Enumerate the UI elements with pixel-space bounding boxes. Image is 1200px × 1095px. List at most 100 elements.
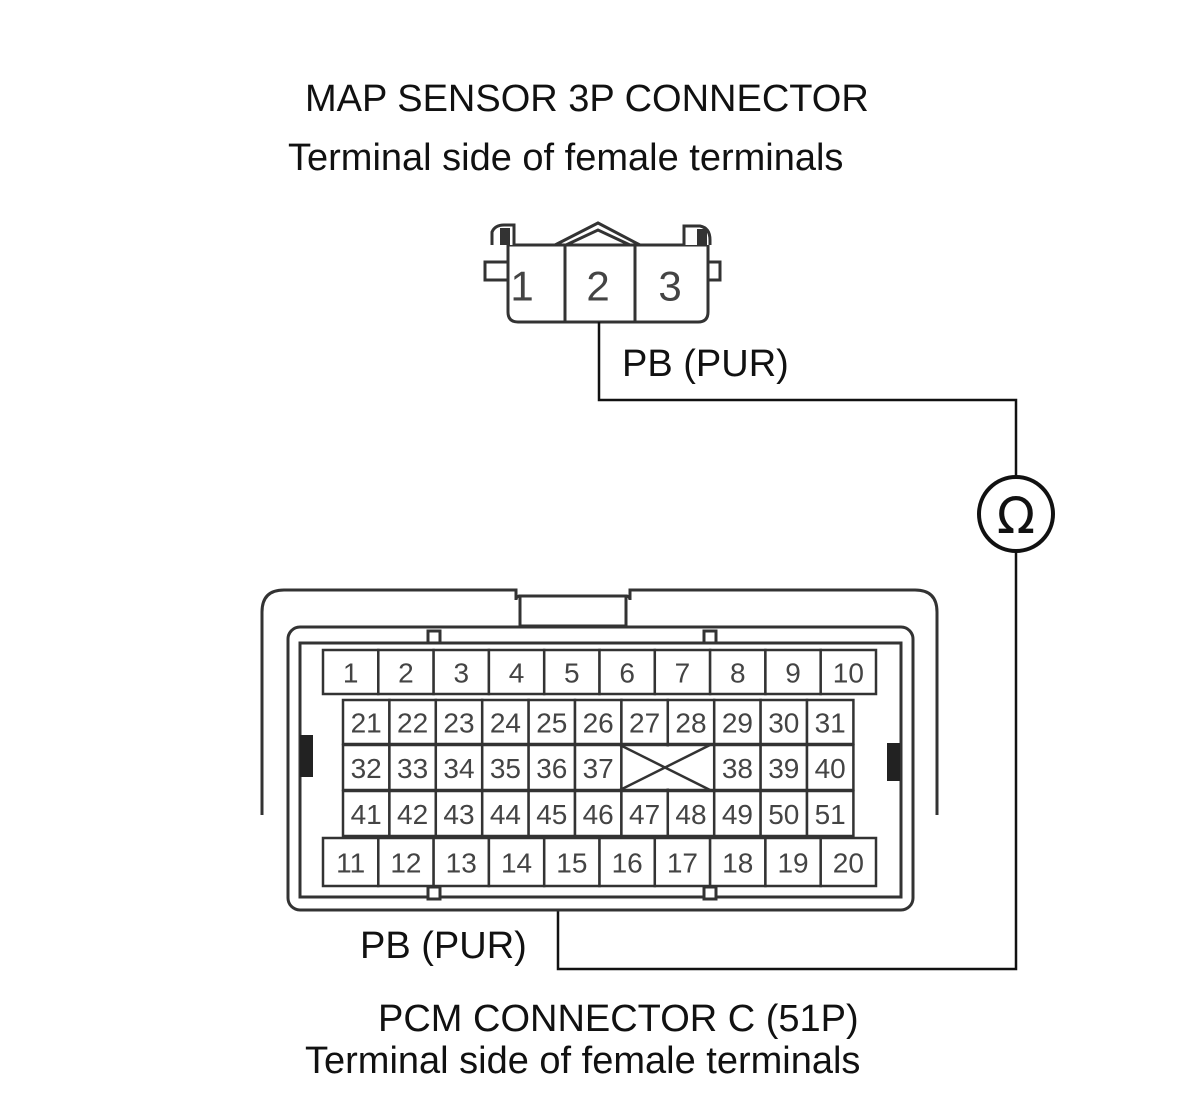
pcm-pin-14: 14 (501, 848, 532, 879)
pcm-connector-subtitle: Terminal side of female terminals (305, 1040, 861, 1082)
pcm-row-top-cell (653, 648, 712, 696)
pcm-pin-30: 30 (768, 708, 799, 739)
pcm-pin-32: 32 (351, 753, 382, 784)
pcm-pin-25: 25 (536, 708, 567, 739)
pcm-pin-6: 6 (619, 658, 635, 689)
pcm-pin-7: 7 (675, 658, 691, 689)
pcm-pin-45: 45 (536, 799, 567, 830)
map-pin-1: 1 (510, 263, 533, 310)
pcm-row-4-cell (480, 789, 530, 838)
wire-map-to-meter (597, 322, 1018, 476)
pcm-pin-24: 24 (490, 708, 521, 739)
pcm-pin-5: 5 (564, 658, 580, 689)
pcm-pin-4: 4 (509, 658, 525, 689)
pcm-pin-1: 1 (343, 658, 359, 689)
pcm-pin-44: 44 (490, 799, 521, 830)
pcm-pin-15: 15 (556, 848, 587, 879)
map-pin-2: 2 (586, 263, 609, 310)
pcm-pin-50: 50 (768, 799, 799, 830)
pcm-pin-22: 22 (397, 708, 428, 739)
pcm-row-4-cell (712, 789, 762, 838)
pcm-row-3-cell (527, 743, 577, 792)
pcm-pin-17: 17 (667, 848, 698, 879)
pcm-pin-51: 51 (815, 799, 846, 830)
pcm-row-top-cell (542, 648, 601, 696)
pcm-blank-cell-x (619, 743, 711, 792)
pcm-pin-16: 16 (612, 848, 643, 879)
pcm-pin-41: 41 (351, 799, 382, 830)
pcm-row-top-cell (598, 648, 657, 696)
pcm-row-3-cell (480, 743, 530, 792)
pcm-row-4-cell (805, 789, 855, 838)
pcm-pin-37: 37 (583, 753, 614, 784)
pcm-pin-18: 18 (722, 848, 753, 879)
pcm-row-3-cell (573, 743, 623, 792)
map-connector-title: MAP SENSOR 3P CONNECTOR (305, 78, 869, 120)
pcm-pin-29: 29 (722, 708, 753, 739)
pcm-pin-13: 13 (446, 848, 477, 879)
pcm-pin-3: 3 (453, 658, 469, 689)
pcm-pin-9: 9 (785, 658, 801, 689)
pcm-pin-27: 27 (629, 708, 660, 739)
pcm-pin-23: 23 (443, 708, 474, 739)
pcm-pin-19: 19 (777, 848, 808, 879)
pcm-row-4-cell (341, 789, 391, 838)
pcm-pin-38: 38 (722, 753, 753, 784)
pcm-pin-26: 26 (583, 708, 614, 739)
pcm-connector-title: PCM CONNECTOR C (51P) (378, 998, 859, 1040)
pcm-row-2-cell (759, 698, 809, 746)
map-pin-3: 3 (658, 263, 681, 310)
map-wire-label: PB (PUR) (622, 343, 789, 385)
pcm-pin-20: 20 (833, 848, 864, 879)
pcm-row-4-cell (759, 789, 809, 838)
pcm-row-3-cell (805, 743, 855, 792)
pcm-pin-21: 21 (351, 708, 382, 739)
pcm-pin-49: 49 (722, 799, 753, 830)
pcm-row-bottom-cell (377, 836, 435, 888)
pcm-row-3-cell (759, 743, 809, 792)
pcm-pin-8: 8 (730, 658, 746, 689)
pcm-row-bottom-cell (542, 836, 601, 888)
pcm-pin-2: 2 (398, 658, 414, 689)
pcm-row-bottom-cell (819, 836, 878, 888)
pcm-row-2-cell (434, 698, 484, 746)
pcm-row-2-cell (805, 698, 855, 746)
pcm-pin-40: 40 (815, 753, 846, 784)
pcm-row-4-cell (666, 789, 716, 838)
pcm-row-3-cell (341, 743, 391, 792)
pcm-pin-34: 34 (443, 753, 474, 784)
pcm-wire-label: PB (PUR) (360, 925, 527, 967)
pcm-pin-47: 47 (629, 799, 660, 830)
pcm-row-2-cell (388, 698, 438, 746)
pcm-row-top-cell (432, 648, 491, 696)
pcm-pin-36: 36 (536, 753, 567, 784)
pcm-pin-39: 39 (768, 753, 799, 784)
pcm-row-top-cell (321, 648, 380, 696)
pcm-row-bottom-cell (432, 836, 491, 888)
pcm-row-4-cell (388, 789, 438, 838)
ohmmeter-icon: Ω (977, 475, 1055, 553)
map-connector-subtitle: Terminal side of female terminals (288, 137, 844, 179)
pcm-pin-31: 31 (815, 708, 846, 739)
pcm-row-bottom-cell (653, 836, 712, 888)
pcm-pin-46: 46 (583, 799, 614, 830)
pcm-pin-28: 28 (675, 708, 706, 739)
map-sensor-connector (483, 221, 722, 324)
pcm-pin-33: 33 (397, 753, 428, 784)
pcm-row-top-cell (764, 648, 822, 696)
pcm-row-top-cell (487, 648, 546, 696)
pcm-pin-11: 11 (336, 848, 365, 879)
pcm-row-4-cell (527, 789, 577, 838)
pcm-row-top-cell (819, 648, 878, 696)
pcm-row-3-cell (712, 743, 762, 792)
pcm-row-bottom-cell (321, 836, 380, 888)
pcm-pin-43: 43 (443, 799, 474, 830)
pcm-pin-42: 42 (397, 799, 428, 830)
pcm-pin-10: 10 (833, 658, 864, 689)
pcm-row-bottom-cell (708, 836, 767, 888)
pcm-pin-48: 48 (675, 799, 706, 830)
ohm-symbol: Ω (997, 487, 1035, 545)
pcm-row-bottom-cell (598, 836, 657, 888)
